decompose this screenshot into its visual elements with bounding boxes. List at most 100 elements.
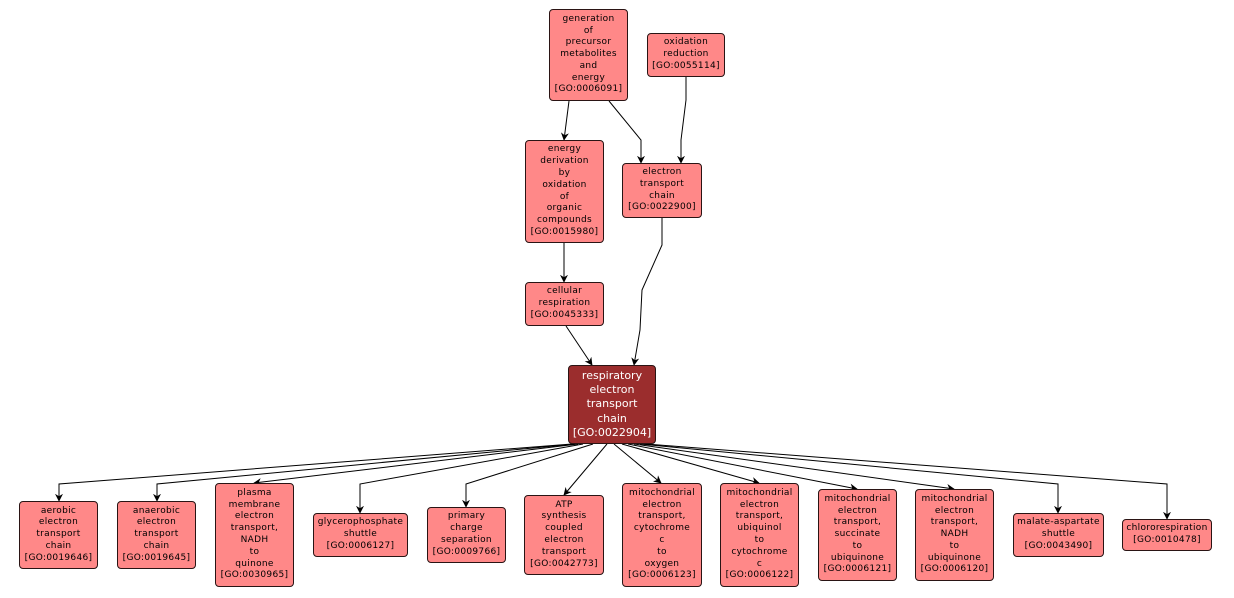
- go-term-label-line: by: [558, 167, 571, 178]
- go-term-label-line: and: [579, 60, 598, 71]
- go-term-label-line: to: [657, 546, 667, 557]
- go-term-label-line: metabolites: [560, 49, 617, 60]
- go-term-label-line: electron: [837, 505, 878, 516]
- go-term-label-line: electron: [589, 383, 635, 397]
- go-term-label-line: shuttle: [1041, 529, 1076, 540]
- go-term-label-line: ATP: [555, 499, 573, 510]
- go-term-label-line: membrane: [228, 499, 281, 510]
- go-term-label-line: electron: [234, 511, 275, 522]
- go-term-label-line: respiratory: [581, 368, 643, 382]
- go-term-id: [GO:0019645]: [122, 552, 191, 563]
- go-term-label-line: transport,: [930, 517, 979, 528]
- go-term-id: [GO:0010478]: [1133, 535, 1201, 545]
- edge-arrow: [608, 100, 645, 164]
- edge-arrow: [639, 443, 1062, 514]
- go-term-label-line: electron: [934, 505, 975, 516]
- go-term-label-line: transport: [541, 546, 587, 557]
- go-term-id: [GO:0045333]: [530, 309, 599, 320]
- go-term-label-line: generation: [562, 13, 615, 24]
- go-term-id: [GO:0015980]: [530, 226, 599, 237]
- go-term-label-line: shuttle: [343, 529, 378, 540]
- go-term-label-line: quinone: [235, 558, 274, 569]
- go-term-label-line: coupled: [545, 523, 583, 534]
- edge-arrow: [631, 218, 663, 366]
- go-term-label-line: ubiquinone: [830, 552, 885, 563]
- edge-arrow: [253, 443, 579, 487]
- edge-arrow: [613, 443, 662, 484]
- go-term-label-line: c: [659, 535, 665, 545]
- go-term-id: [GO:0022900]: [628, 202, 696, 213]
- go-term-id: [GO:0006120]: [920, 564, 989, 575]
- go-term-id: [GO:0006127]: [326, 540, 395, 551]
- go-term-label-line: mitochondrial: [629, 487, 695, 498]
- go-term-label-line: of: [559, 191, 570, 202]
- go-term-label-line: cytochrome: [731, 546, 788, 557]
- edge-arrow: [621, 443, 760, 485]
- go-term-label-line: organic: [546, 203, 583, 214]
- go-term-label-line: compounds: [537, 215, 592, 226]
- go-term-label-line: energy: [571, 72, 606, 83]
- go-term-label-line: electron: [544, 535, 584, 545]
- go-term-label-line: chain: [597, 411, 627, 425]
- go-term-id: [GO:0009766]: [432, 546, 501, 557]
- go-term-label-line: energy: [547, 144, 582, 155]
- go-term-label-line: to: [949, 540, 960, 551]
- go-term-label-line: chain: [649, 190, 675, 201]
- go-term-label-line: transport: [586, 397, 638, 411]
- go-term-label-line: to: [852, 540, 863, 551]
- go-term-label-line: chlororespiration: [1126, 523, 1208, 534]
- go-term-label-line: plasma: [237, 487, 272, 498]
- go-term-id: [GO:0055114]: [652, 60, 720, 71]
- go-term-label-line: cellular: [546, 286, 583, 297]
- go-term-label-line: charge: [450, 523, 483, 534]
- go-term-node[interactable]: chlororespiration[GO:0010478]: [1122, 519, 1212, 551]
- go-term-label-line: to: [249, 546, 260, 557]
- go-term-label-line: chain: [143, 540, 170, 551]
- go-term-id: [GO:0019646]: [24, 552, 93, 563]
- go-term-label-line: anaerobic: [132, 505, 181, 516]
- go-term-label-line: malate-aspartate: [1017, 517, 1100, 528]
- go-term-label-line: electron: [642, 166, 682, 177]
- go-term-label-line: to: [754, 535, 765, 545]
- go-term-label-line: succinate: [834, 529, 881, 540]
- go-term-label-line: derivation: [540, 156, 589, 167]
- go-term-label-line: mitochondrial: [824, 493, 891, 504]
- go-term-label-line: transport: [134, 529, 179, 540]
- go-term-id: [GO:0030965]: [220, 570, 289, 581]
- go-term-id: [GO:0006122]: [725, 570, 794, 581]
- go-term-label-line: cytochrome: [633, 523, 691, 534]
- go-term-label-line: oxidation: [663, 37, 709, 48]
- edge-arrow: [560, 100, 570, 141]
- go-term-label-line: mitochondrial: [726, 487, 793, 498]
- go-term-label-line: c: [756, 558, 763, 569]
- go-term-id: [GO:0006091]: [554, 84, 623, 95]
- edge-arrow: [356, 443, 584, 514]
- go-term-label-line: reduction: [663, 49, 709, 60]
- edge-arrow: [563, 443, 608, 496]
- go-term-label-line: NADH: [240, 535, 269, 545]
- go-term-label-line: mitochondrial: [921, 493, 988, 504]
- go-term-label-line: oxidation: [542, 179, 587, 190]
- edge-arrow: [627, 443, 858, 492]
- edge-arrow: [55, 443, 573, 502]
- edge-arrow: [645, 443, 1171, 520]
- go-term-label-line: separation: [441, 535, 492, 545]
